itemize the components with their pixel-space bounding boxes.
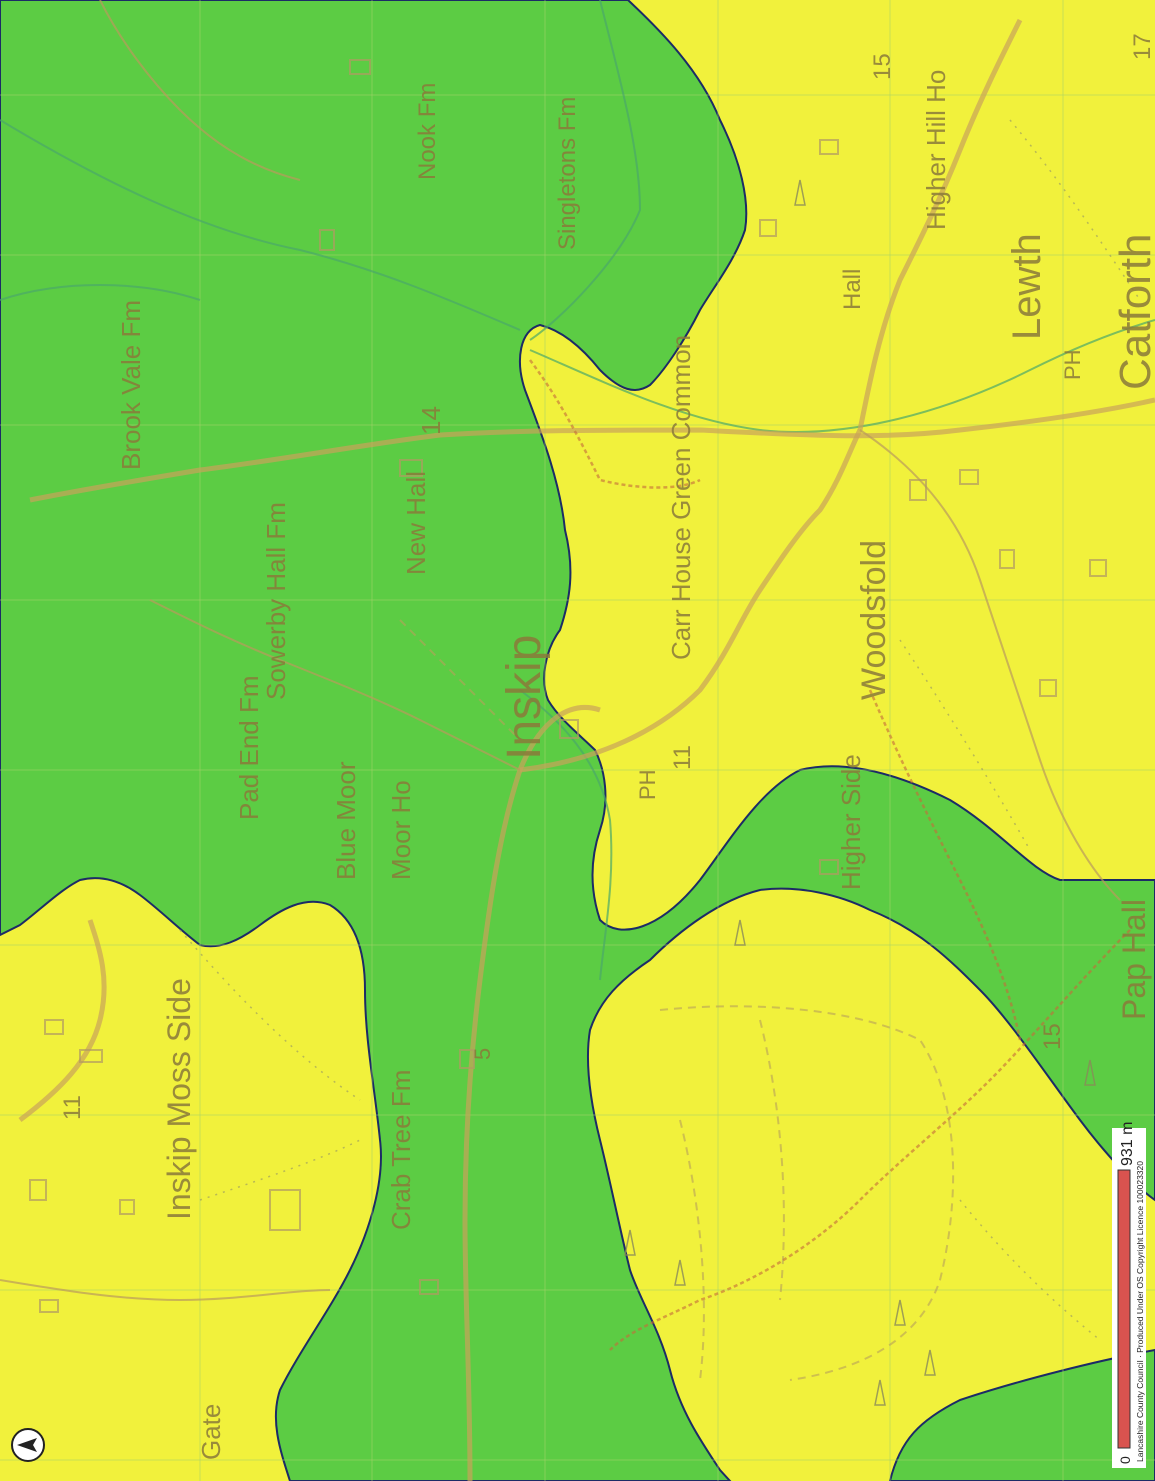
label-higher-hill-ho: Higher Hill Ho (921, 70, 951, 230)
label-woodsfold: Woodsfold (855, 540, 893, 700)
label-catforth: Catforth (1111, 233, 1155, 390)
streams (0, 0, 1155, 981)
label-crab-tree-fm: Crab Tree Fm (386, 1070, 416, 1230)
label-singletons-fm: Singletons Fm (554, 97, 581, 250)
tree-symbols (624, 179, 1096, 1406)
label-higher-side: Higher Side (836, 754, 866, 890)
label-new-hall: New Hall (401, 471, 431, 575)
scale-start: 0 (1117, 1456, 1133, 1464)
label-nook-fm: Nook Fm (414, 83, 441, 180)
buildings (29, 59, 1107, 1313)
label-blue-moor: Blue Moor (331, 761, 361, 880)
north-arrow-icon (11, 1428, 45, 1462)
pub-marker-1: PH (635, 769, 660, 800)
label-lewth: Lewth (1005, 233, 1049, 340)
tracks (399, 619, 955, 1381)
scale-bar: 0 931 m Lancashire County Council · Prod… (1112, 1122, 1146, 1468)
road-number-15-b: 15 (869, 53, 896, 80)
road-number-11-b: 11 (59, 1095, 86, 1120)
label-inskip: Inskip (498, 635, 551, 760)
label-gate: Gate (196, 1404, 226, 1460)
labels: Brook Vale Fm Sowerby Hall Fm New Hall P… (59, 33, 1155, 1460)
scale-end: 931 m (1119, 1122, 1136, 1166)
road-number-14: 14 (416, 406, 446, 435)
road-number-17: 17 (1129, 33, 1155, 60)
road-number-5: 5 (470, 1048, 495, 1060)
road-number-11-a: 11 (669, 745, 696, 770)
label-pad-end-fm: Pad End Fm (234, 675, 264, 820)
label-moor-ho: Moor Ho (386, 780, 416, 880)
label-brook-vale-fm: Brook Vale Fm (116, 300, 146, 470)
green-zone-patch (888, 1348, 1155, 1481)
pub-marker-2: PH (1060, 349, 1085, 380)
label-carr-house-green-common: Carr House Green Common (666, 335, 696, 660)
label-hall: Hall (839, 269, 866, 310)
label-pap-hall: Pap Hall (1116, 899, 1152, 1020)
label-inskip-moss-side: Inskip Moss Side (161, 978, 197, 1220)
footpaths (179, 119, 1141, 1341)
road-number-15-a: 15 (1039, 1023, 1066, 1050)
scale-bar-fill (1117, 1169, 1131, 1449)
copyright-text: Lancashire County Council · Produced Und… (1135, 1161, 1145, 1462)
label-sowerby-hall-fm: Sowerby Hall Fm (261, 502, 291, 700)
red-route (528, 359, 1131, 1351)
